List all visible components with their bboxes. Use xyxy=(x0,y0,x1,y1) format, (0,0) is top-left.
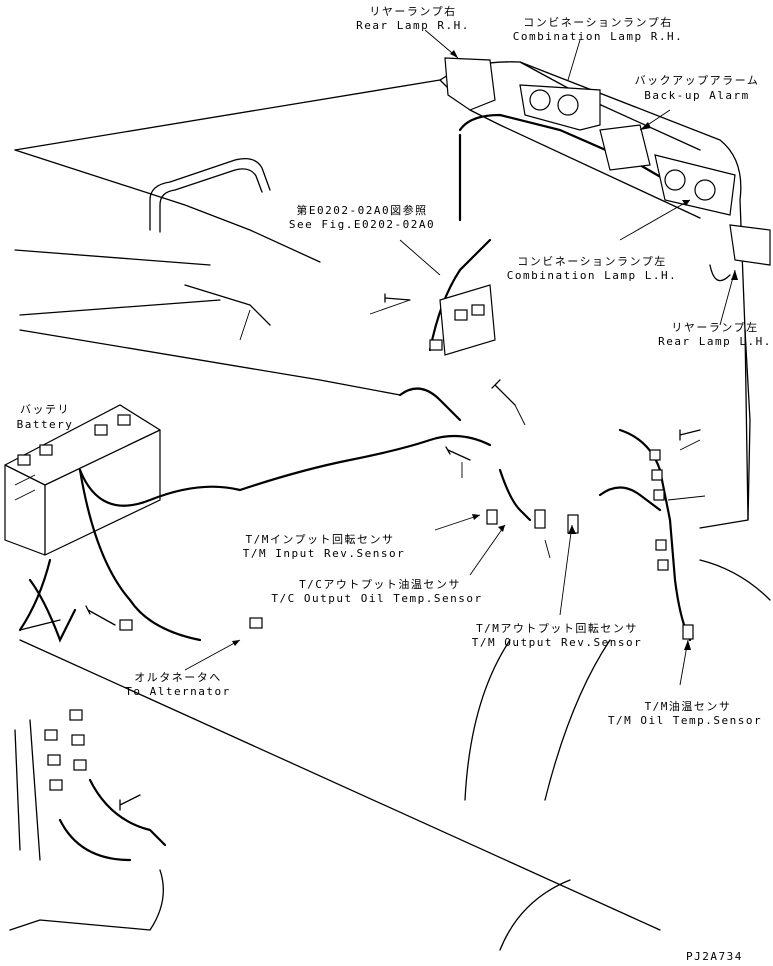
rear-lamp-lh-label-en: Rear Lamp L.H. xyxy=(658,335,772,348)
combination-lamp-lh-shape xyxy=(654,154,736,216)
lower-contours xyxy=(9,559,771,951)
combination-lamp-rh-shape xyxy=(519,84,601,131)
tm-input-sensor-label-jp: T/Mインプット回転センサ xyxy=(245,533,395,546)
main-harness xyxy=(18,113,702,643)
rear-lamp-rh-label-en: Rear Lamp R.H. xyxy=(356,19,470,32)
combination-lamp-rh-label-jp: コンビネーションランプ右 xyxy=(523,16,673,29)
rear-lamp-lh-shape xyxy=(709,224,771,282)
tm-output-sensor-label-en: T/M Output Rev.Sensor xyxy=(471,636,643,649)
rear-lamp-lh-label-jp: リヤーランプ左 xyxy=(671,321,759,334)
combination-lamp-lh-label-jp: コンビネーションランプ左 xyxy=(517,255,667,268)
rear-lamp-rh-shape xyxy=(444,57,496,111)
combination-lamp-rh-label-en: Combination Lamp R.H. xyxy=(512,30,684,43)
to-alternator-label-jp: オルタネータへ xyxy=(134,671,222,684)
see-fig-label-jp: 第E0202-02A0図参照 xyxy=(296,204,428,217)
relay-box xyxy=(429,284,496,356)
battery-label-jp: バッテリ xyxy=(20,403,70,416)
drawing-number: PJ2A734 xyxy=(686,950,743,963)
arrowheads xyxy=(232,50,738,650)
connector-block-left xyxy=(14,709,167,862)
tm-oil-temp-label-en: T/M Oil Temp.Sensor xyxy=(607,714,763,727)
to-alternator-label-en: To Alternator xyxy=(125,685,231,698)
tm-output-sensor-label-jp: T/Mアウトプット回転センサ xyxy=(476,622,638,635)
backup-alarm-shape xyxy=(599,124,651,171)
combination-lamp-lh-label-en: Combination Lamp L.H. xyxy=(506,269,678,282)
tc-output-oil-temp-label-en: T/C Output Oil Temp.Sensor xyxy=(271,592,483,605)
battery-label-en: Battery xyxy=(16,418,74,431)
tm-oil-temp-label-jp: T/M油温センサ xyxy=(644,700,732,713)
grab-handle xyxy=(149,157,271,233)
see-fig-label-en: See Fig.E0202-02A0 xyxy=(288,218,436,231)
tc-output-oil-temp-label-jp: T/Cアウトプット油温センサ xyxy=(299,578,461,591)
tm-input-sensor-label-en: T/M Input Rev.Sensor xyxy=(242,547,406,560)
backup-alarm-label-jp: バックアップアラーム xyxy=(634,74,760,87)
sensor-parts xyxy=(119,509,694,640)
bolts xyxy=(85,293,701,811)
rear-lamp-rh-label-jp: リヤーランプ右 xyxy=(369,5,457,18)
leader-lines xyxy=(184,29,736,686)
connector-block-right xyxy=(649,449,669,571)
backup-alarm-label-en: Back-up Alarm xyxy=(644,89,750,102)
